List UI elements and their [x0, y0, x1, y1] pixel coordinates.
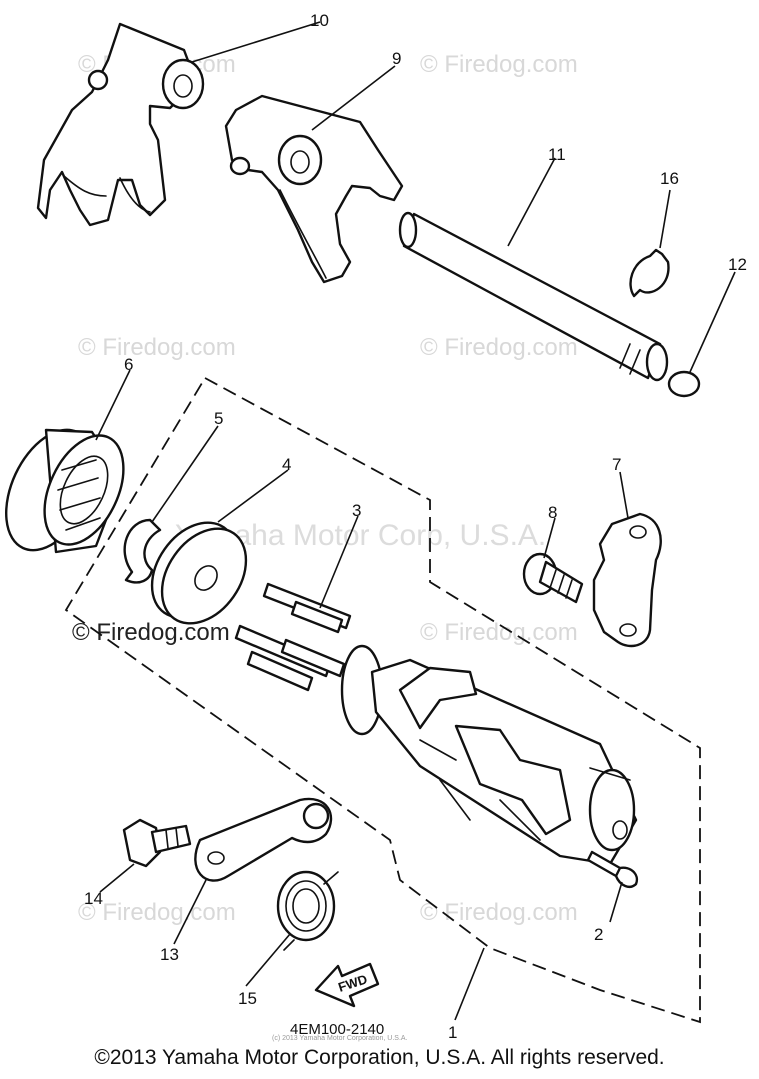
bolt-14: [122, 818, 192, 868]
watermark: © Firedog.com: [420, 899, 578, 926]
watermark: © Firedog.com: [78, 899, 236, 926]
spring-15: [276, 870, 339, 951]
callout-16: 16: [660, 169, 679, 188]
plate-7: [592, 512, 662, 648]
circlip-5: [123, 518, 162, 584]
watermark: © Firedog.com: [420, 51, 578, 78]
shift-fork-10: [36, 22, 205, 227]
callout-6: 6: [124, 355, 133, 374]
bearing-6: [5, 428, 125, 554]
callout-12: 12: [728, 255, 747, 274]
callout-8: 8: [548, 503, 557, 522]
circlip-16: [629, 248, 670, 298]
shift-fork-9: [224, 94, 404, 284]
shift-shaft-11: [398, 211, 669, 382]
callout-3: 3: [352, 501, 361, 520]
washer-4: [150, 521, 248, 625]
callout-4: 4: [282, 455, 291, 474]
assembly-boundary: [64, 376, 701, 1024]
watermark: © Firedog.com: [420, 334, 578, 361]
diagram-code: 4EM100-2140: [290, 1021, 384, 1038]
leader-lines: [95, 21, 736, 1021]
callout-5: 5: [214, 409, 223, 428]
stopper-lever-13: [194, 797, 333, 882]
callout-7: 7: [612, 455, 621, 474]
screw-8: [522, 552, 584, 604]
pins-3: [234, 582, 352, 692]
shift-drum: [340, 644, 638, 866]
small-print: (c) 2013 Yamaha Motor Corporation, U.S.A…: [272, 1035, 408, 1042]
o-ring-12: [667, 370, 701, 398]
callout-2: 2: [594, 925, 603, 944]
pin-2: [586, 850, 639, 888]
callout-13: 13: [160, 945, 179, 964]
copyright-notice: ©2013 Yamaha Motor Corporation, U.S.A. A…: [94, 1046, 665, 1069]
callout-11: 11: [548, 145, 566, 164]
fwd-arrow: FWD: [314, 962, 380, 1008]
callout-15: 15: [238, 989, 257, 1008]
callout-9: 9: [392, 49, 401, 68]
watermark-dark: © Firedog.com: [72, 619, 230, 646]
callout-10: 10: [310, 11, 329, 30]
callout-14: 14: [84, 889, 103, 908]
watermark: © Firedog.com: [78, 334, 236, 361]
watermark: © Firedog.com: [420, 619, 578, 646]
callout-1: 1: [448, 1023, 457, 1042]
